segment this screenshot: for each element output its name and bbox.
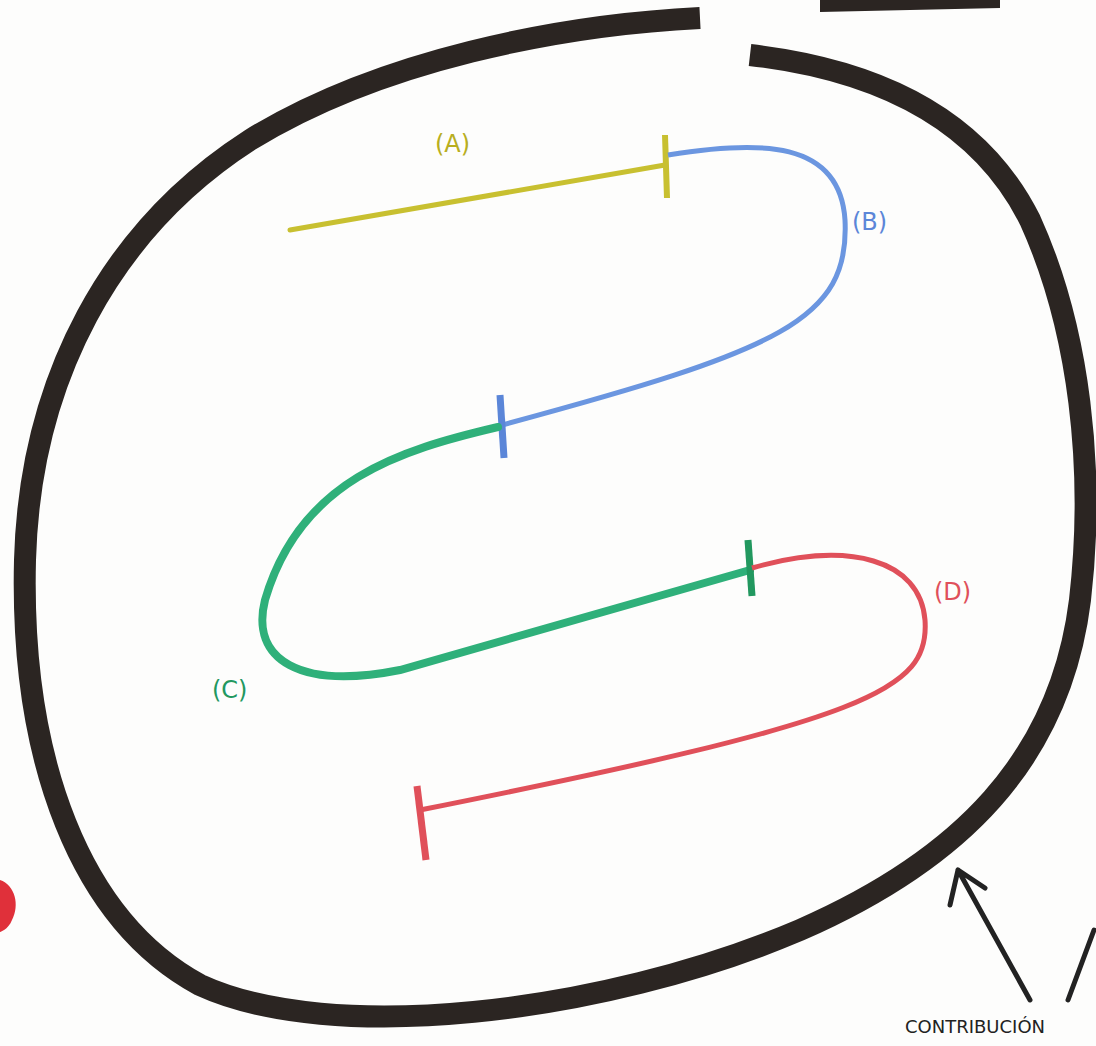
black-bar <box>820 0 1000 12</box>
annotation-label: CONTRIBUCIÓN <box>905 1018 1045 1036</box>
red-blob <box>0 880 16 932</box>
pointer-line <box>1068 930 1094 1000</box>
tick <box>417 786 426 860</box>
segment-label: (A) <box>435 132 470 156</box>
segment-c <box>262 427 750 676</box>
pointer-arrow <box>950 870 1030 1000</box>
tick <box>748 540 752 596</box>
tick <box>665 135 667 198</box>
segment-d <box>420 556 925 810</box>
segment-label: (B) <box>852 210 887 234</box>
segment-label: (D) <box>934 580 971 604</box>
black-loop <box>25 18 1086 1016</box>
segment-label: (C) <box>212 678 247 702</box>
segment-b <box>502 147 845 425</box>
segment-a <box>290 165 665 230</box>
